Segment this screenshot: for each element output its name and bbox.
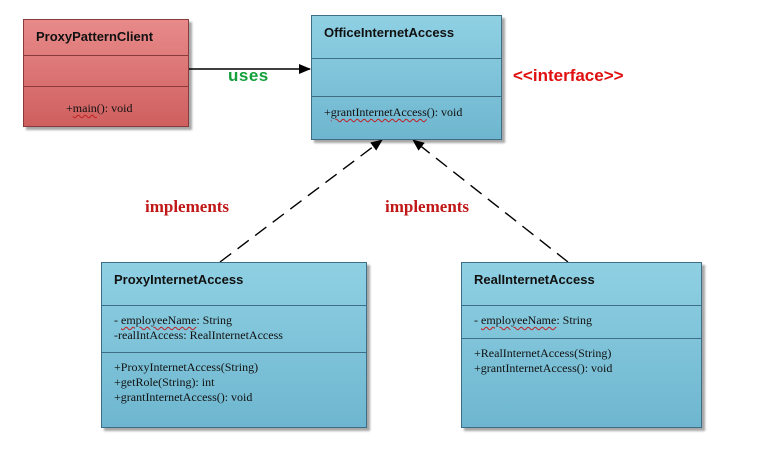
attribute-row: -realIntAccess: RealInternetAccess <box>114 328 283 342</box>
proxy-implements-line <box>219 139 383 263</box>
attributes-section <box>312 58 501 96</box>
class-proxy-internet-access: ProxyInternetAccess - employeeName: Stri… <box>101 262 367 428</box>
methods-section: +ProxyInternetAccess(String) +getRole(St… <box>102 352 366 405</box>
attribute-row: - employeeName: String <box>114 313 232 327</box>
method-row: +grantInternetAccess(): void <box>474 361 613 375</box>
attribute-row: - employeeName: String <box>474 313 592 327</box>
class-real-internet-access: RealInternetAccess - employeeName: Strin… <box>461 262 702 428</box>
class-office-internet-access: OfficeInternetAccess +grantInternetAcces… <box>311 15 502 140</box>
class-name: ProxyInternetAccess <box>114 272 244 287</box>
method-row: +grantInternetAccess(): void <box>114 390 253 404</box>
methods-section: +main(): void <box>24 86 188 116</box>
class-proxy-pattern-client: ProxyPatternClient +main(): void <box>23 19 189 127</box>
method-row: +ProxyInternetAccess(String) <box>114 360 259 374</box>
methods-section: +grantInternetAccess(): void <box>312 96 501 120</box>
class-name: ProxyPatternClient <box>36 29 154 44</box>
attributes-section: - employeeName: String <box>462 305 701 338</box>
interface-stereotype-label: <<interface>> <box>513 66 624 85</box>
attributes-section <box>24 55 188 86</box>
method-row: +grantInternetAccess(): void <box>324 105 463 119</box>
method-row: +main(): void <box>66 101 133 115</box>
method-row: +RealInternetAccess(String) <box>474 346 612 360</box>
uses-label: uses <box>228 66 269 85</box>
implements-label-left: implements <box>145 197 230 216</box>
attributes-section: - employeeName: String -realIntAccess: R… <box>102 305 366 352</box>
method-row: +getRole(String): int <box>114 375 215 389</box>
implements-label-right: implements <box>385 197 470 216</box>
class-name: OfficeInternetAccess <box>324 25 455 40</box>
class-name: RealInternetAccess <box>474 272 595 287</box>
real-implements-line <box>412 139 569 263</box>
methods-section: +RealInternetAccess(String) +grantIntern… <box>462 338 701 376</box>
